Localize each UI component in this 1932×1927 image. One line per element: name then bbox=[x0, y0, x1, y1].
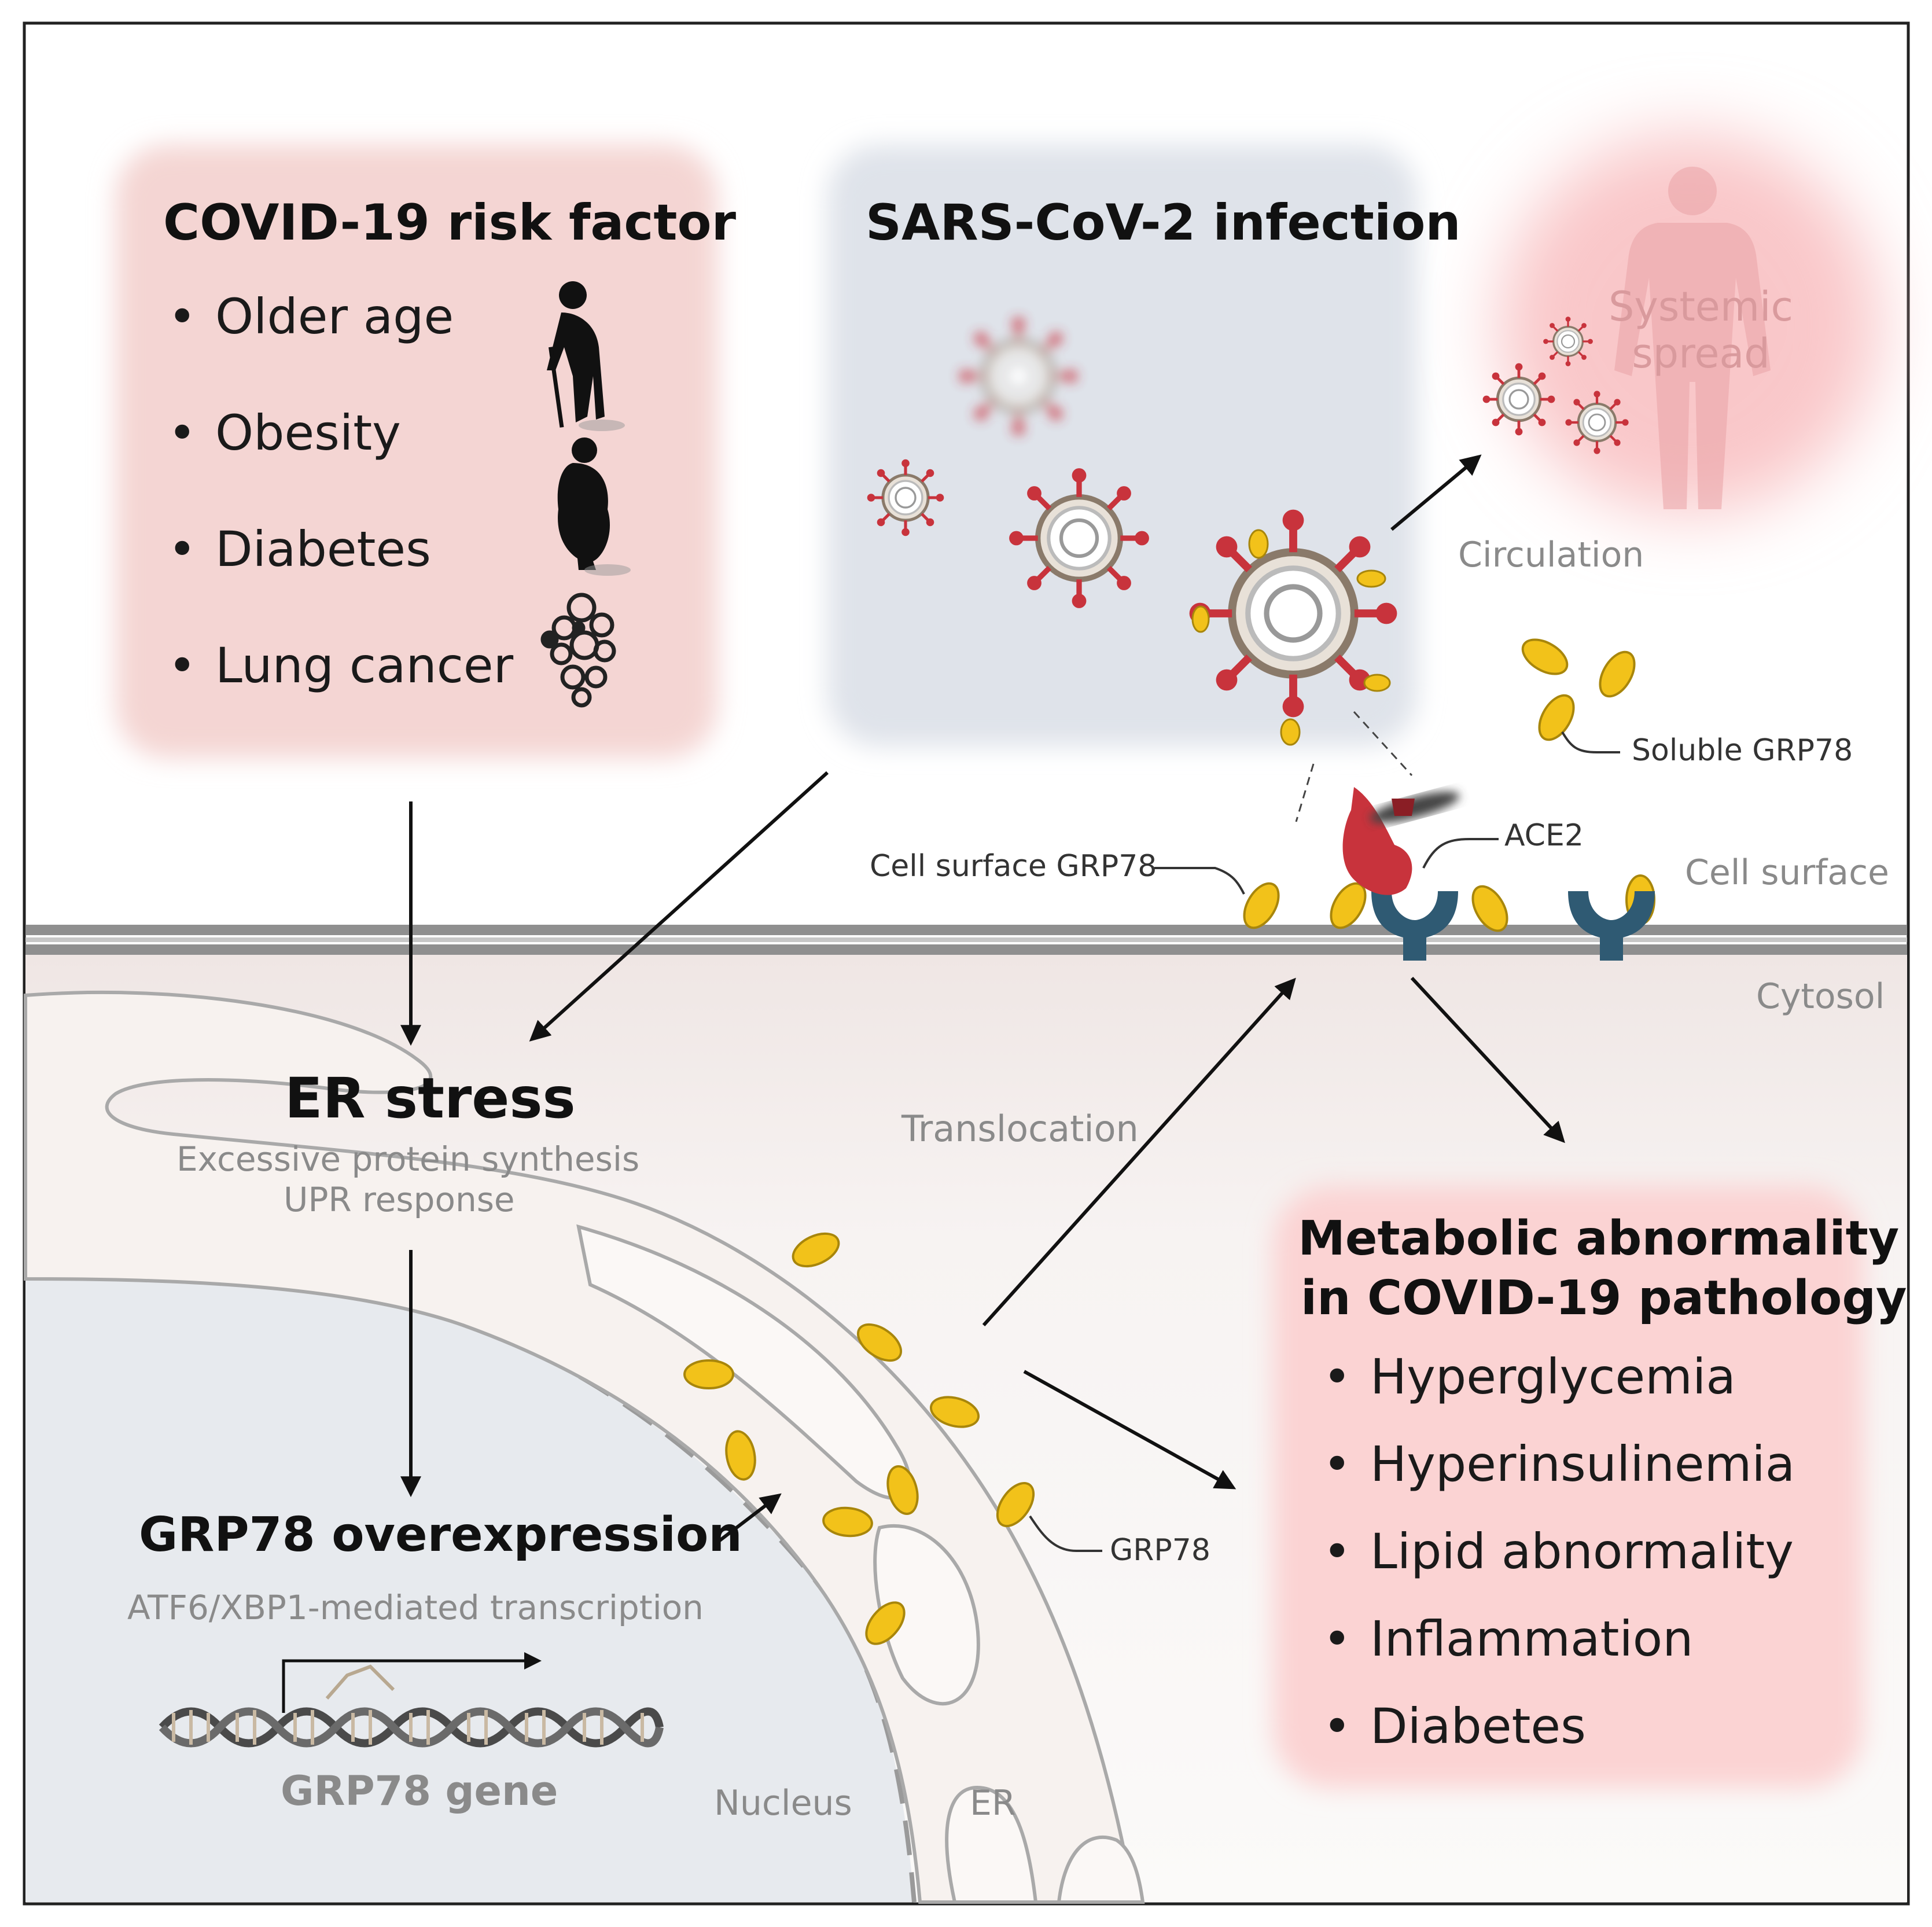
dna-helix-icon bbox=[159, 1664, 664, 1748]
human-body-icon bbox=[1614, 167, 1771, 509]
list-item: •Lung cancer bbox=[168, 637, 514, 694]
spike-protein bbox=[1342, 787, 1460, 895]
older-person-icon bbox=[547, 281, 625, 431]
obese-person-icon bbox=[557, 437, 631, 576]
er-stress-title: ER stress bbox=[285, 1066, 576, 1131]
overexpression-title: GRP78 overexpression bbox=[139, 1507, 742, 1562]
list-item: •Diabetes bbox=[1323, 1698, 1586, 1755]
ace2-receptor bbox=[1371, 891, 1655, 961]
soluble-grp78-molecules bbox=[1521, 638, 1636, 741]
lung-cancer-cells-icon bbox=[540, 593, 616, 708]
systemic-spread-label: Systemic spread bbox=[1609, 283, 1793, 377]
er-grp78-label: GRP78 bbox=[1110, 1533, 1210, 1568]
ace2-label: ACE2 bbox=[1504, 818, 1584, 853]
cell-surface-label: Cell surface bbox=[1685, 852, 1889, 893]
list-item: •Diabetes bbox=[168, 521, 431, 578]
er-grp78-molecules bbox=[683, 1232, 1035, 1645]
list-item: •Older age bbox=[168, 288, 454, 345]
metabolic-box-bg bbox=[1273, 1186, 1863, 1788]
arrows bbox=[400, 454, 1565, 1544]
list-item: •Hyperinsulinemia bbox=[1323, 1436, 1795, 1492]
translocation-label: Translocation bbox=[901, 1108, 1139, 1150]
grp78-gene-label: GRP78 gene bbox=[281, 1767, 558, 1815]
list-item: •Obesity bbox=[168, 404, 401, 461]
risk-box-title: COVID-19 risk factor bbox=[163, 194, 737, 252]
er-stress-line1: Excessive protein synthesis bbox=[176, 1139, 640, 1179]
list-item: •Inflammation bbox=[1323, 1610, 1694, 1667]
list-item: •Hyperglycemia bbox=[1323, 1348, 1736, 1405]
circulation-label: Circulation bbox=[1458, 535, 1644, 575]
risk-factor-list: •Older age •Obesity •Diabetes •Lung canc… bbox=[168, 288, 513, 753]
infection-box-title: SARS-CoV-2 infection bbox=[866, 194, 1461, 252]
er-label: ER bbox=[970, 1783, 1016, 1823]
nucleus-label: Nucleus bbox=[714, 1783, 852, 1823]
list-item: •Lipid abnormality bbox=[1323, 1523, 1794, 1580]
metabolic-list: •Hyperglycemia •Hyperinsulinemia •Lipid … bbox=[1323, 1348, 1795, 1785]
virus-bound-grp78 bbox=[1191, 529, 1391, 746]
cell-surface-grp78-label: Cell surface GRP78 bbox=[870, 849, 1157, 884]
overexpression-subtitle: ATF6/XBP1-mediated transcription bbox=[127, 1588, 704, 1627]
metabolic-box-title: Metabolic abnormality in COVID-19 pathol… bbox=[1298, 1211, 1907, 1326]
er-stress-line2: UPR response bbox=[284, 1180, 515, 1219]
cytosol-label: Cytosol bbox=[1756, 976, 1885, 1017]
transcription-arrow bbox=[282, 1652, 542, 1713]
soluble-grp78-label: Soluble GRP78 bbox=[1632, 733, 1853, 768]
